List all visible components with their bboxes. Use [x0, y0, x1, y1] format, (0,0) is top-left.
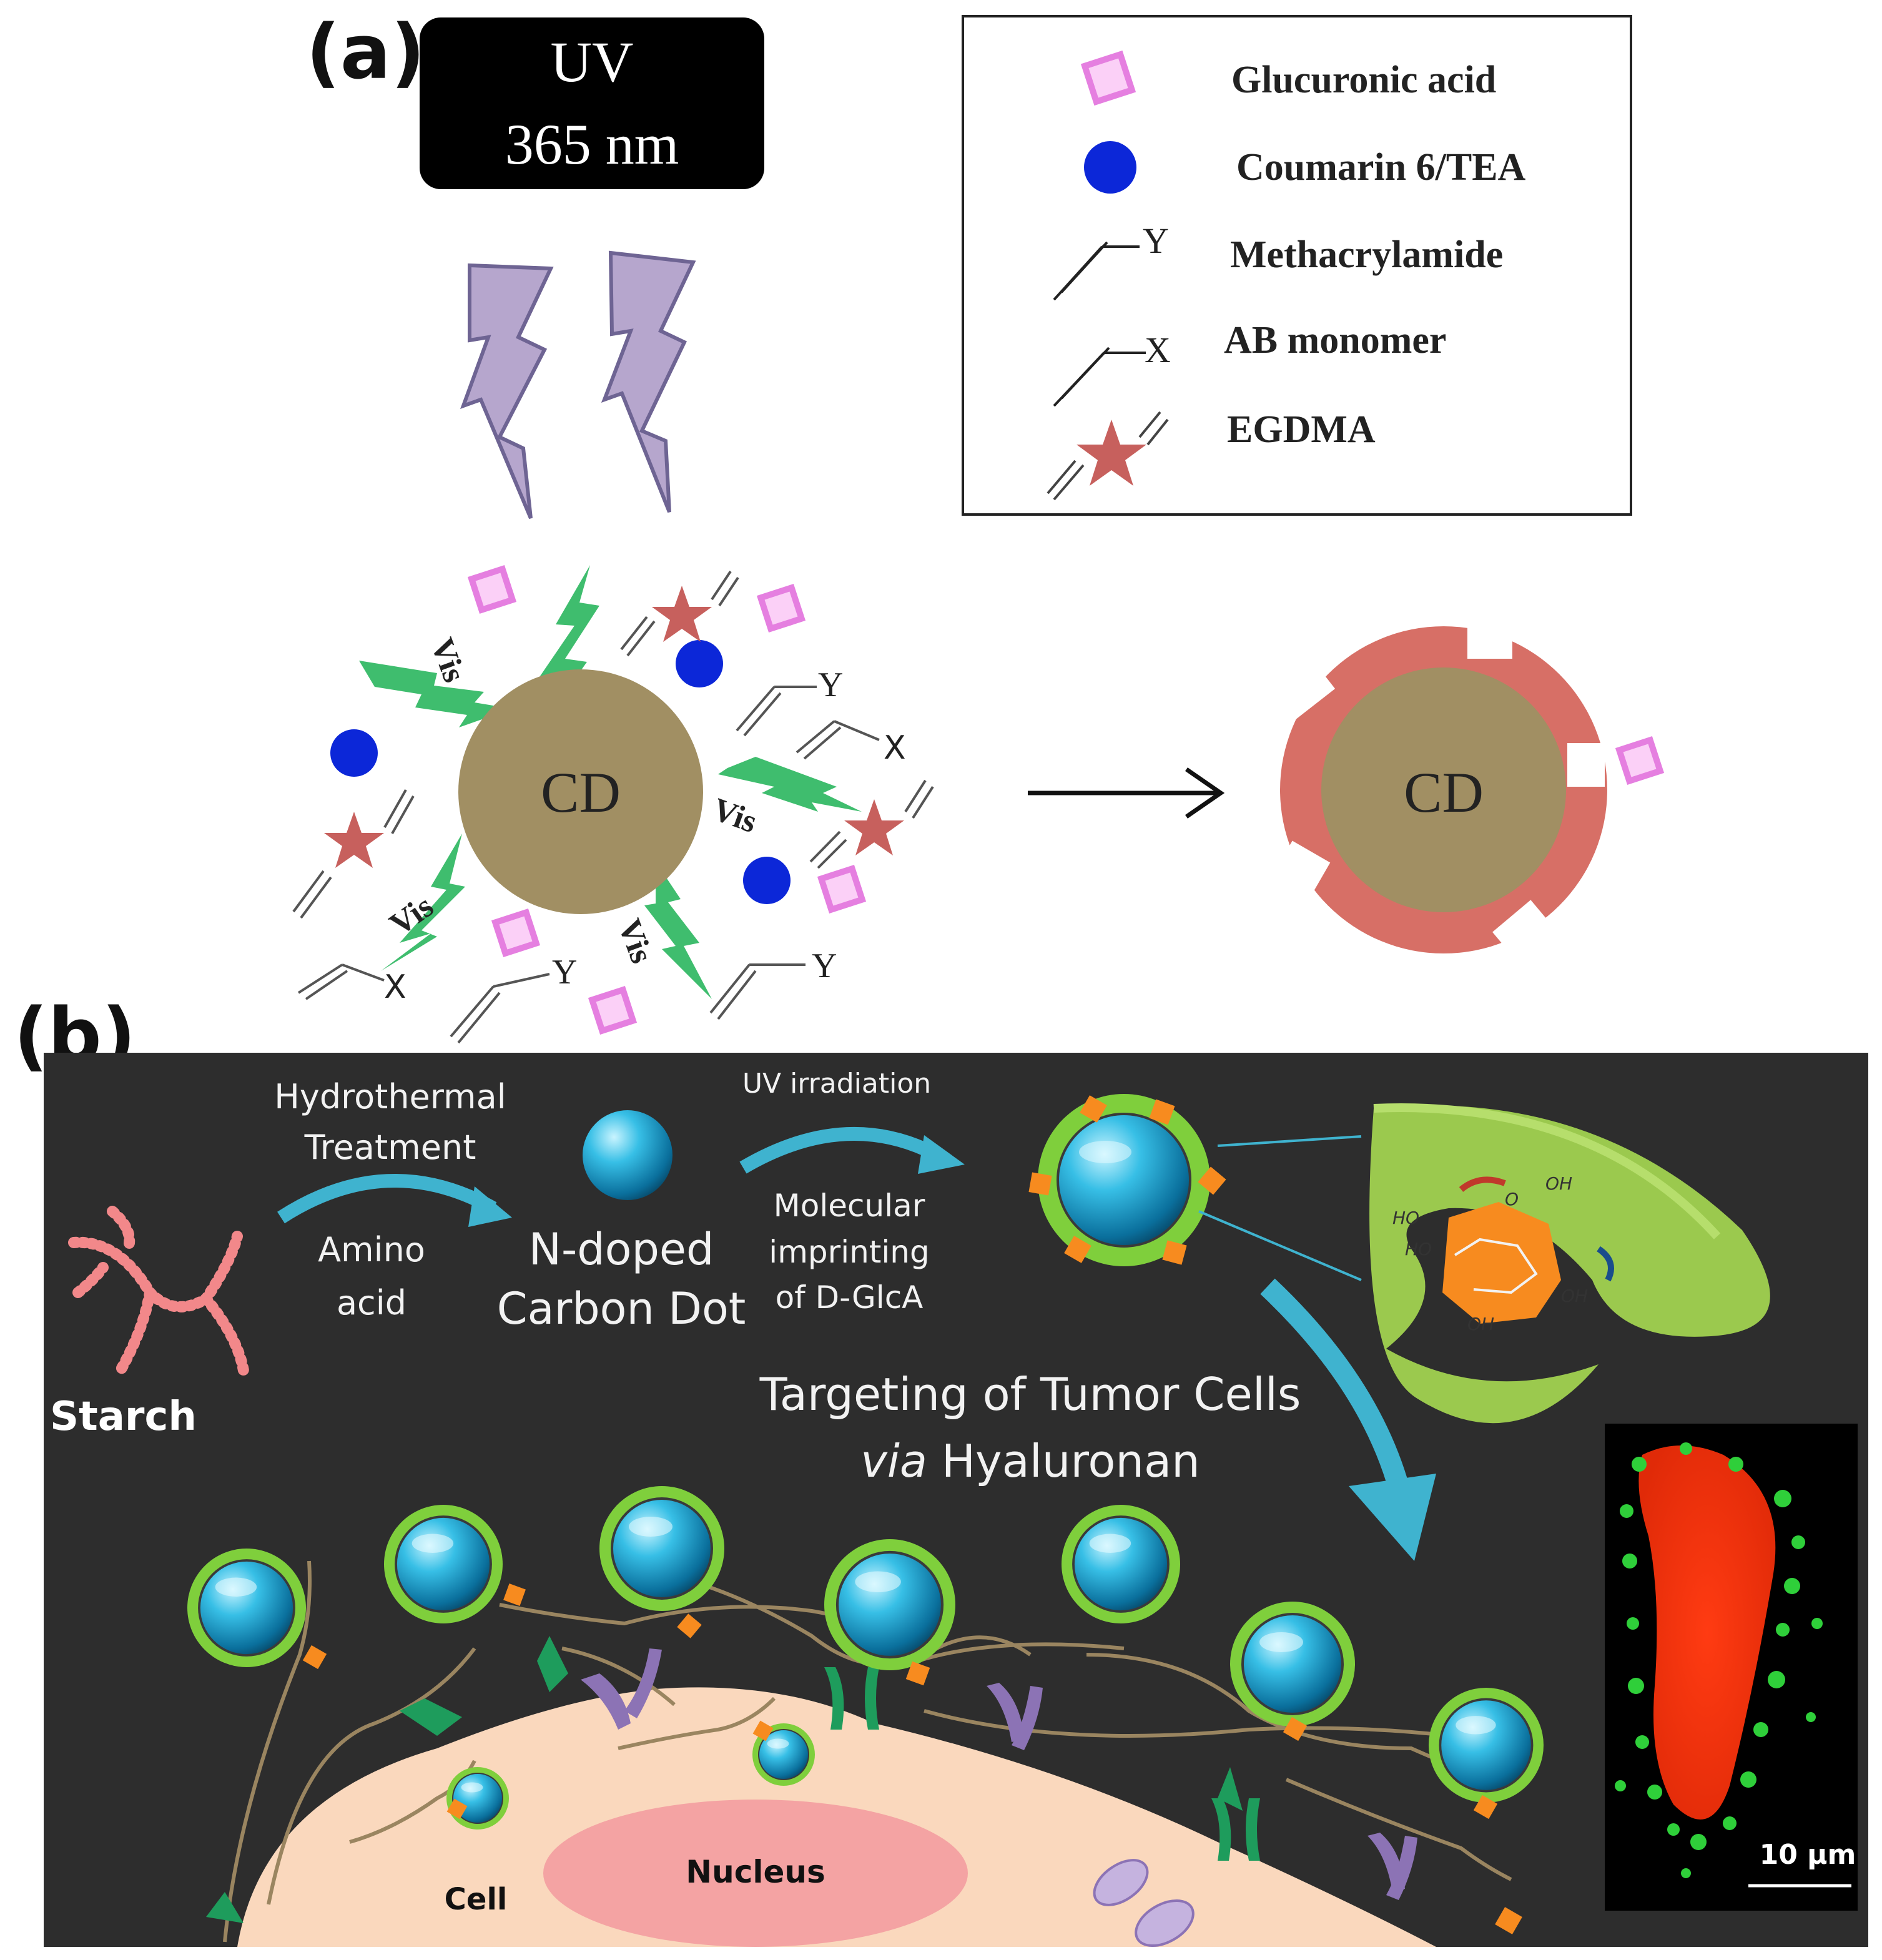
- vis-lightning-icon: [359, 565, 862, 999]
- legend-label: Glucuronic acid: [1231, 59, 1496, 101]
- imprinting-label-3: of D-GlcA: [776, 1279, 924, 1316]
- y-symbol: Y: [812, 947, 837, 985]
- egdma-icon: [324, 586, 904, 868]
- uv-label: UV: [551, 30, 634, 94]
- confocal-image: 10 μm: [1605, 1424, 1858, 1911]
- starch-icon: [68, 1206, 249, 1379]
- panel-a-label: (a): [306, 9, 425, 96]
- amino-label: Amino: [318, 1230, 425, 1269]
- targeting-label-2: via Hyaluronan: [860, 1435, 1200, 1487]
- targeting-label-1: Targeting of Tumor Cells: [759, 1368, 1301, 1421]
- acid-label: acid: [337, 1283, 406, 1322]
- legend-item-methacrylamide: Y Methacrylamide: [1053, 220, 1503, 301]
- targeting-dots: [187, 1486, 1544, 1934]
- uv-wavelength: 365 nm: [505, 112, 679, 176]
- reaction-arrow: [1028, 767, 1225, 819]
- teal-arrow-icon: [739, 1126, 947, 1174]
- legend-label: AB monomer: [1224, 319, 1446, 362]
- cell: Nucleus Cell: [237, 1687, 1436, 1948]
- legend-item-glucuronic-acid: Glucuronic acid: [1080, 50, 1496, 106]
- legend-item-coumarin: Coumarin 6/TEA: [1084, 141, 1526, 194]
- carbon-dot-label-1: N-doped: [529, 1224, 714, 1275]
- scale-bar-label: 10 μm: [1760, 1839, 1856, 1871]
- x-symbol: X: [1145, 330, 1171, 370]
- vinyl-x-icon: [1053, 347, 1146, 407]
- pink-square-icon: [1615, 736, 1665, 785]
- molecule-label: OH: [1561, 1286, 1588, 1306]
- reaction-mixture: Vis Vis Vis Vis CD: [292, 564, 934, 1044]
- panel-a: (a) UV 365 nm Glucuronic acid Coumarin 6…: [292, 9, 1665, 1044]
- mip-carbon-dot-icon: [1028, 1094, 1226, 1266]
- glucuronic-acid-icon: [467, 564, 867, 1035]
- legend-item-ab-monomer: X AB monomer: [1053, 319, 1446, 407]
- y-symbol: Y: [818, 666, 843, 704]
- pink-square-icon: [1080, 50, 1136, 106]
- legend-item-egdma: EGDMA: [1047, 408, 1376, 501]
- nucleus: [543, 1800, 968, 1947]
- molecule-label: OH: [1467, 1314, 1494, 1334]
- zoom-line: [1217, 1135, 1362, 1147]
- uv-source-box: UV 365 nm: [420, 17, 764, 189]
- star-crosslinker-icon: [1047, 411, 1169, 501]
- imprinted-cavity: OH HO HO OH OH O: [1369, 1103, 1770, 1424]
- core-label: CD: [541, 761, 621, 824]
- monomer-bonds: [292, 570, 934, 1044]
- molecule-label: OH: [1545, 1173, 1572, 1194]
- legend-label: Coumarin 6/TEA: [1236, 146, 1526, 189]
- imprinted-carbon-dot: CD: [1268, 621, 1665, 961]
- legend-label: Methacrylamide: [1230, 234, 1503, 276]
- teal-arrow-icon: [1260, 1278, 1412, 1502]
- glucuronic-acid-molecule: [1442, 1202, 1561, 1324]
- carbon-dot-icon: [583, 1110, 672, 1200]
- x-symbol: X: [384, 968, 406, 1006]
- uv-irradiation-label: UV irradiation: [742, 1068, 931, 1100]
- molecule-label: O: [1505, 1189, 1519, 1209]
- imprinting-label-2: imprinting: [769, 1234, 929, 1270]
- carbon-dot-label-2: Carbon Dot: [497, 1283, 746, 1334]
- zoom-line: [1198, 1210, 1362, 1281]
- cell-label: Cell: [445, 1882, 508, 1917]
- mitochondria-icon: [1093, 1859, 1195, 1948]
- coumarin-icon: [330, 640, 791, 904]
- panel-b: (b) Starch Hydrothermal Treatment Amino …: [14, 993, 1868, 1948]
- teal-arrow-icon: [277, 1174, 497, 1224]
- cd44-receptors: [206, 1611, 1417, 1923]
- treatment-label: Treatment: [304, 1128, 476, 1167]
- vinyl-y-icon: [1053, 241, 1140, 301]
- blue-circle-icon: [1084, 141, 1136, 194]
- legend-label: EGDMA: [1227, 408, 1376, 451]
- hydrothermal-label: Hydrothermal: [274, 1077, 506, 1116]
- y-symbol: Y: [552, 953, 577, 992]
- y-symbol: Y: [1143, 220, 1169, 261]
- vis-label: Vis: [708, 792, 762, 840]
- carbon-dot-core: [458, 669, 703, 914]
- starch-label: Starch: [50, 1394, 197, 1440]
- uv-lightning-icon: [460, 250, 696, 520]
- imprinting-label-1: Molecular: [774, 1188, 925, 1224]
- molecule-label: HO: [1392, 1208, 1419, 1228]
- legend: Glucuronic acid Coumarin 6/TEA Y Methacr…: [962, 15, 1632, 516]
- x-symbol: X: [884, 729, 906, 767]
- molecule-label: HO: [1405, 1239, 1432, 1259]
- vis-label: Vis: [611, 915, 660, 968]
- product-label: CD: [1404, 761, 1484, 824]
- nucleus-label: Nucleus: [686, 1854, 825, 1890]
